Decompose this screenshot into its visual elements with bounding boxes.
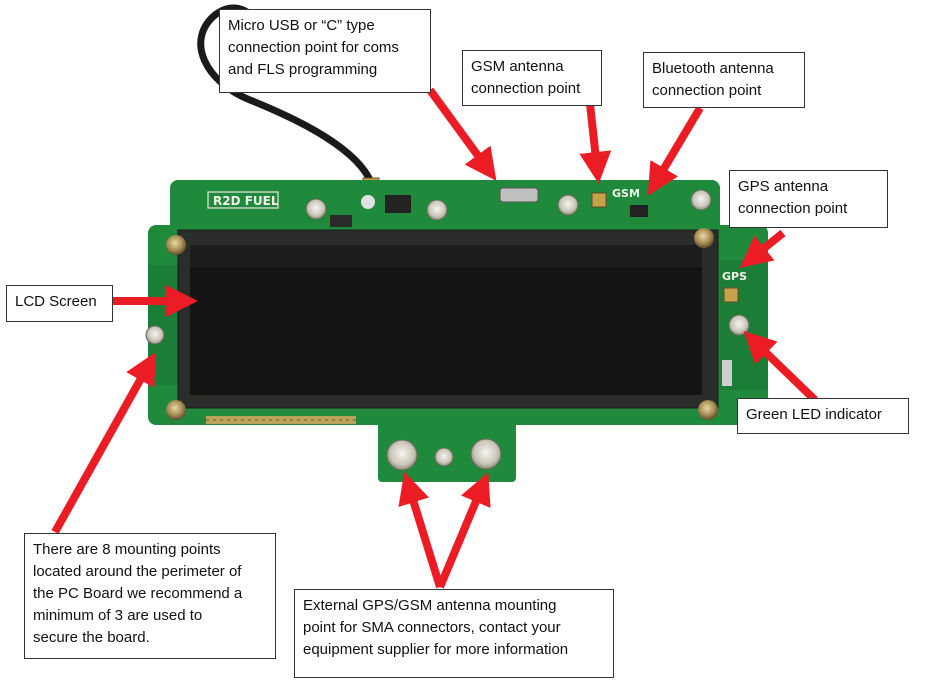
callout-gps-line: connection point bbox=[738, 200, 848, 217]
brand-silkscreen: R2D FUEL bbox=[213, 194, 279, 208]
callout-bluetooth-line: Bluetooth antenna bbox=[652, 60, 774, 77]
callout-mounting-line: minimum of 3 are used to bbox=[33, 607, 203, 624]
callout-mounting-line: the PC Board we recommend a bbox=[33, 585, 243, 602]
callout-bluetooth-line: connection point bbox=[652, 82, 762, 99]
sma-hole-middle bbox=[434, 447, 454, 467]
callout-gps-line: GPS antenna bbox=[738, 178, 829, 195]
side-component bbox=[722, 360, 732, 386]
arrow-usb bbox=[426, 87, 497, 181]
callout-usb-line: and FLS programming bbox=[228, 61, 378, 78]
callout-led-line: Green LED indicator bbox=[746, 406, 882, 423]
arrow-mounting bbox=[51, 352, 156, 534]
callout-mounting-line: secure the board. bbox=[33, 629, 150, 646]
gsm-antenna-connector bbox=[591, 192, 607, 208]
component-round bbox=[361, 195, 375, 209]
callout-gsm: GSM antenna connection point bbox=[462, 50, 602, 106]
lcd-screen bbox=[190, 245, 702, 395]
arrow-external-right bbox=[436, 472, 491, 589]
mounting-standoff bbox=[698, 400, 718, 420]
mounting-hole bbox=[426, 199, 448, 221]
pc-board: R2D FUEL GSM GPS bbox=[145, 180, 768, 482]
green-led bbox=[728, 314, 750, 336]
mounting-hole bbox=[690, 189, 712, 211]
arrow-gps bbox=[739, 229, 786, 269]
arrow-external-left bbox=[398, 471, 444, 589]
gps-antenna-connector bbox=[723, 287, 739, 303]
mounting-standoff bbox=[694, 228, 714, 248]
callout-bluetooth: Bluetooth antenna connection point bbox=[643, 52, 805, 108]
callout-mounting-line: located around the perimeter of bbox=[33, 563, 242, 580]
callout-external: External GPS/GSM antenna mounting point … bbox=[294, 589, 614, 678]
mounting-hole bbox=[557, 194, 579, 216]
callout-external-line: equipment supplier for more information bbox=[303, 641, 569, 658]
arrow-led bbox=[743, 330, 818, 403]
gps-silkscreen: GPS bbox=[722, 270, 747, 283]
callout-mounting-line: There are 8 mounting points bbox=[33, 541, 221, 558]
pcb-left-tab bbox=[148, 265, 178, 385]
callout-gsm-line: connection point bbox=[471, 80, 581, 97]
callout-external-line: point for SMA connectors, contact your bbox=[303, 619, 561, 636]
callout-usb-line: connection point for coms bbox=[228, 39, 399, 56]
callout-lcd-line: LCD Screen bbox=[15, 293, 97, 310]
gsm-silkscreen: GSM bbox=[612, 187, 640, 200]
callout-usb: Micro USB or “C” type connection point f… bbox=[219, 9, 431, 93]
arrow-gsm bbox=[579, 103, 612, 184]
sma-hole-left bbox=[386, 439, 418, 471]
arrow-bluetooth bbox=[647, 105, 704, 196]
chip-b bbox=[330, 215, 352, 227]
callout-usb-line: Micro USB or “C” type bbox=[228, 17, 375, 34]
callout-external-line: External GPS/GSM antenna mounting bbox=[303, 597, 557, 614]
callout-mounting: There are 8 mounting points located arou… bbox=[24, 533, 276, 659]
mounting-standoff bbox=[166, 235, 186, 255]
mounting-standoff bbox=[166, 400, 186, 420]
chip-a bbox=[385, 195, 411, 213]
lcd-glare bbox=[190, 245, 702, 267]
mounting-hole bbox=[305, 198, 327, 220]
bluetooth-antenna-connector bbox=[630, 205, 648, 217]
micro-usb-port bbox=[499, 187, 539, 203]
brand-silkscreen-box bbox=[207, 191, 279, 209]
sma-hole-right bbox=[470, 438, 502, 470]
callout-led: Green LED indicator bbox=[737, 398, 909, 434]
callout-gsm-line: GSM antenna bbox=[471, 58, 564, 75]
callout-lcd: LCD Screen bbox=[6, 285, 113, 322]
callout-gps: GPS antenna connection point bbox=[729, 170, 888, 228]
header-pins bbox=[206, 416, 356, 424]
mounting-hole bbox=[145, 325, 165, 345]
